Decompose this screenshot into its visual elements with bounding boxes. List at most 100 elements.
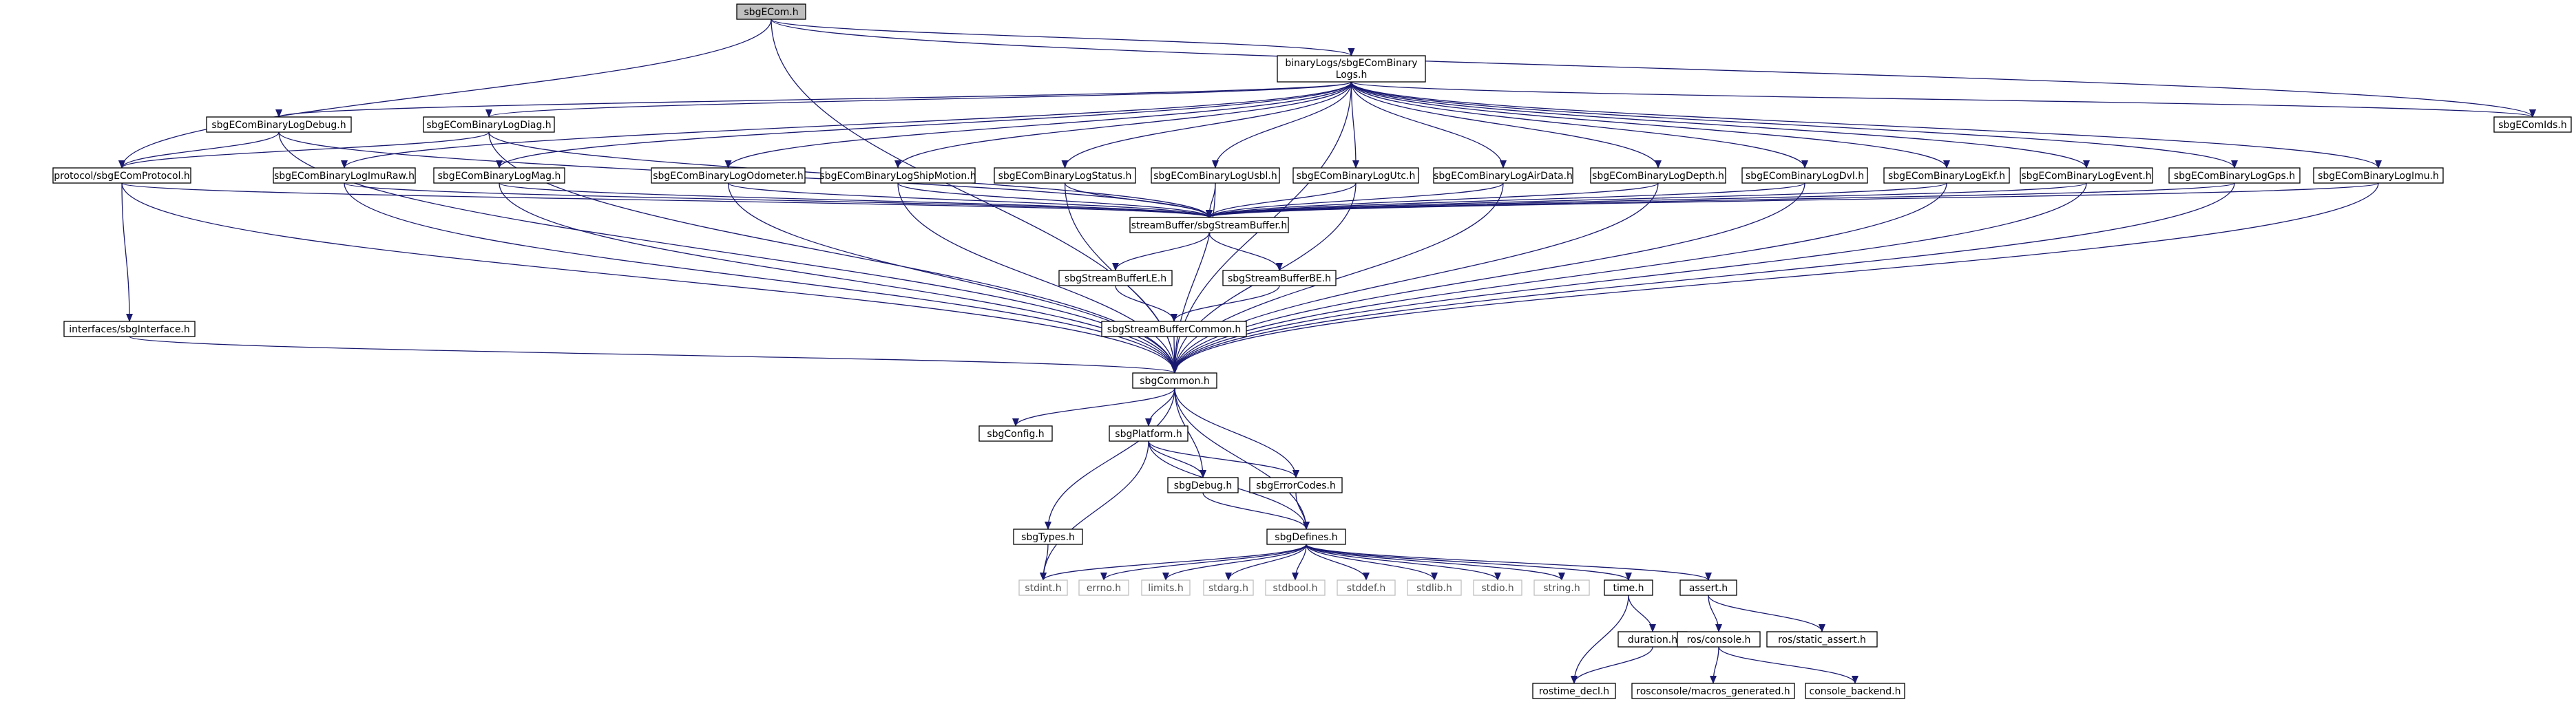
node-label-depth: sbgEComBinaryLogDepth.h	[1592, 171, 1724, 182]
node-event[interactable]: sbgEComBinaryLogEvent.h	[2020, 167, 2153, 184]
node-label-rosconsole: ros/console.h	[1687, 634, 1751, 646]
edge-binlogs-to-mag	[496, 81, 1352, 169]
edge-root-to-common	[771, 19, 1178, 374]
edge-dvl-to-streambuf	[1206, 182, 1805, 218]
edge-common-to-platform	[1145, 387, 1175, 427]
edges-layer	[118, 19, 2536, 684]
node-macros[interactable]: rosconsole/macros_generated.h	[1631, 683, 1795, 699]
node-imu[interactable]: sbgEComBinaryLogImu.h	[2313, 167, 2444, 184]
edge-defines-to-stddef	[1306, 544, 1370, 581]
node-box-odometer	[651, 167, 806, 184]
node-label-defines: sbgDefines.h	[1275, 532, 1337, 543]
node-depth[interactable]: sbgEComBinaryLogDepth.h	[1590, 167, 1726, 184]
edge-depth-to-common	[1171, 182, 1659, 374]
node-odometer[interactable]: sbgEComBinaryLogOdometer.h	[651, 167, 806, 184]
node-label-backend: console_backend.h	[1810, 686, 1901, 697]
edge-binlogs-to-dvl	[1350, 81, 1808, 169]
node-assert[interactable]: assert.h	[1679, 579, 1737, 596]
node-imuraw[interactable]: sbgEComBinaryLogImuRaw.h	[273, 167, 416, 184]
node-stdarg[interactable]: stdarg.h	[1203, 579, 1254, 596]
node-defines[interactable]: sbgDefines.h	[1266, 529, 1346, 545]
node-label-config: sbgConfig.h	[987, 429, 1044, 440]
node-debug[interactable]: sbgEComBinaryLogDebug.h	[206, 116, 352, 133]
node-staticassert[interactable]: ros/static_assert.h	[1766, 631, 1878, 648]
node-box-mag	[433, 167, 565, 184]
node-string[interactable]: string.h	[1533, 579, 1590, 596]
node-stdlib[interactable]: stdlib.h	[1407, 579, 1462, 596]
node-sbcommon[interactable]: sbgStreamBufferCommon.h	[1101, 321, 1247, 337]
edge-protocol-to-streambuf	[121, 182, 1213, 218]
edge-errcodes-to-defines	[1295, 492, 1310, 530]
node-box-stdarg	[1203, 579, 1254, 596]
node-utc[interactable]: sbgEComBinaryLogUtc.h	[1292, 167, 1419, 184]
node-duration[interactable]: duration.h	[1617, 631, 1688, 648]
edge-mag-to-streambuf	[499, 182, 1213, 218]
edge-binlogs-to-gps	[1350, 81, 2238, 169]
node-protocol[interactable]: protocol/sbgEComProtocol.h	[52, 167, 191, 184]
node-sbgdebug[interactable]: sbgDebug.h	[1167, 477, 1239, 493]
edge-airdata-to-streambuf	[1206, 182, 1504, 218]
node-common[interactable]: sbgCommon.h	[1132, 372, 1217, 389]
edge-binlogs-to-ids	[1350, 81, 2536, 118]
node-errcodes[interactable]: sbgErrorCodes.h	[1249, 477, 1343, 493]
node-label-status: sbgEComBinaryLogStatus.h	[998, 171, 1132, 182]
node-gps[interactable]: sbgEComBinaryLogGps.h	[2168, 167, 2301, 184]
node-limits[interactable]: limits.h	[1141, 579, 1191, 596]
edge-sbgdebug-to-defines	[1202, 492, 1310, 530]
node-stdint[interactable]: stdint.h	[1018, 579, 1068, 596]
node-mag[interactable]: sbgEComBinaryLogMag.h	[433, 167, 565, 184]
node-box-macros	[1631, 683, 1795, 699]
node-errno[interactable]: errno.h	[1078, 579, 1129, 596]
node-box-event	[2020, 167, 2153, 184]
edge-dvl-to-common	[1171, 182, 1805, 374]
edge-defines-to-string	[1306, 544, 1565, 581]
node-label-duration: duration.h	[1628, 634, 1677, 646]
node-config[interactable]: sbgConfig.h	[978, 425, 1053, 442]
edge-root-to-ids	[771, 19, 2536, 118]
node-types[interactable]: sbgTypes.h	[1013, 529, 1083, 545]
node-stddef[interactable]: stddef.h	[1337, 579, 1396, 596]
node-status[interactable]: sbgEComBinaryLogStatus.h	[994, 167, 1136, 184]
edge-time-to-duration	[1628, 595, 1656, 632]
edge-defines-to-stdint	[1040, 544, 1307, 581]
node-time[interactable]: time.h	[1604, 579, 1653, 596]
node-backend[interactable]: console_backend.h	[1805, 683, 1905, 699]
node-label-limits: limits.h	[1148, 583, 1183, 594]
edge-event-to-common	[1171, 182, 2087, 374]
node-box-gps	[2168, 167, 2301, 184]
node-shipmotion[interactable]: sbgEComBinaryLogShipMotion.h	[819, 167, 976, 184]
node-box-diag	[423, 116, 555, 133]
node-box-debug	[206, 116, 352, 133]
edge-platform-to-sbgdebug	[1148, 440, 1206, 478]
edge-sble-to-sbcommon	[1115, 285, 1177, 322]
node-stdbool[interactable]: stdbool.h	[1265, 579, 1326, 596]
node-box-sbgdebug	[1167, 477, 1239, 493]
node-label-streambuf: streamBuffer/sbgStreamBuffer.h	[1131, 220, 1288, 231]
node-usbl[interactable]: sbgEComBinaryLogUsbl.h	[1151, 167, 1280, 184]
node-diag[interactable]: sbgEComBinaryLogDiag.h	[423, 116, 555, 133]
node-ekf[interactable]: sbgEComBinaryLogEkf.h	[1883, 167, 2010, 184]
node-box-platform	[1109, 425, 1188, 442]
node-iface[interactable]: interfaces/sbgInterface.h	[63, 321, 196, 337]
node-root[interactable]: sbgECom.h	[736, 3, 806, 20]
node-label-common: sbgCommon.h	[1140, 376, 1209, 387]
node-dvl[interactable]: sbgEComBinaryLogDvl.h	[1741, 167, 1868, 184]
node-platform[interactable]: sbgPlatform.h	[1109, 425, 1188, 442]
node-stdio[interactable]: stdio.h	[1473, 579, 1522, 596]
edge-iface-to-common	[129, 336, 1178, 374]
node-sbbe[interactable]: sbgStreamBufferBE.h	[1222, 270, 1337, 286]
node-rosconsole[interactable]: ros/console.h	[1677, 631, 1761, 648]
node-rostime[interactable]: rostime_decl.h	[1532, 683, 1616, 699]
node-sble[interactable]: sbgStreamBufferLE.h	[1058, 270, 1173, 286]
node-box-stdint	[1018, 579, 1068, 596]
edge-platform-to-stdint	[1040, 440, 1149, 581]
node-box-shipmotion	[820, 167, 976, 184]
node-streambuf[interactable]: streamBuffer/sbgStreamBuffer.h	[1129, 217, 1289, 233]
node-label-root: sbgECom.h	[744, 7, 798, 18]
node-label-ekf: sbgEComBinaryLogEkf.h	[1888, 171, 2005, 182]
node-ids[interactable]: sbgEComIds.h	[2493, 116, 2572, 133]
node-airdata[interactable]: sbgEComBinaryLogAirData.h	[1433, 167, 1573, 184]
